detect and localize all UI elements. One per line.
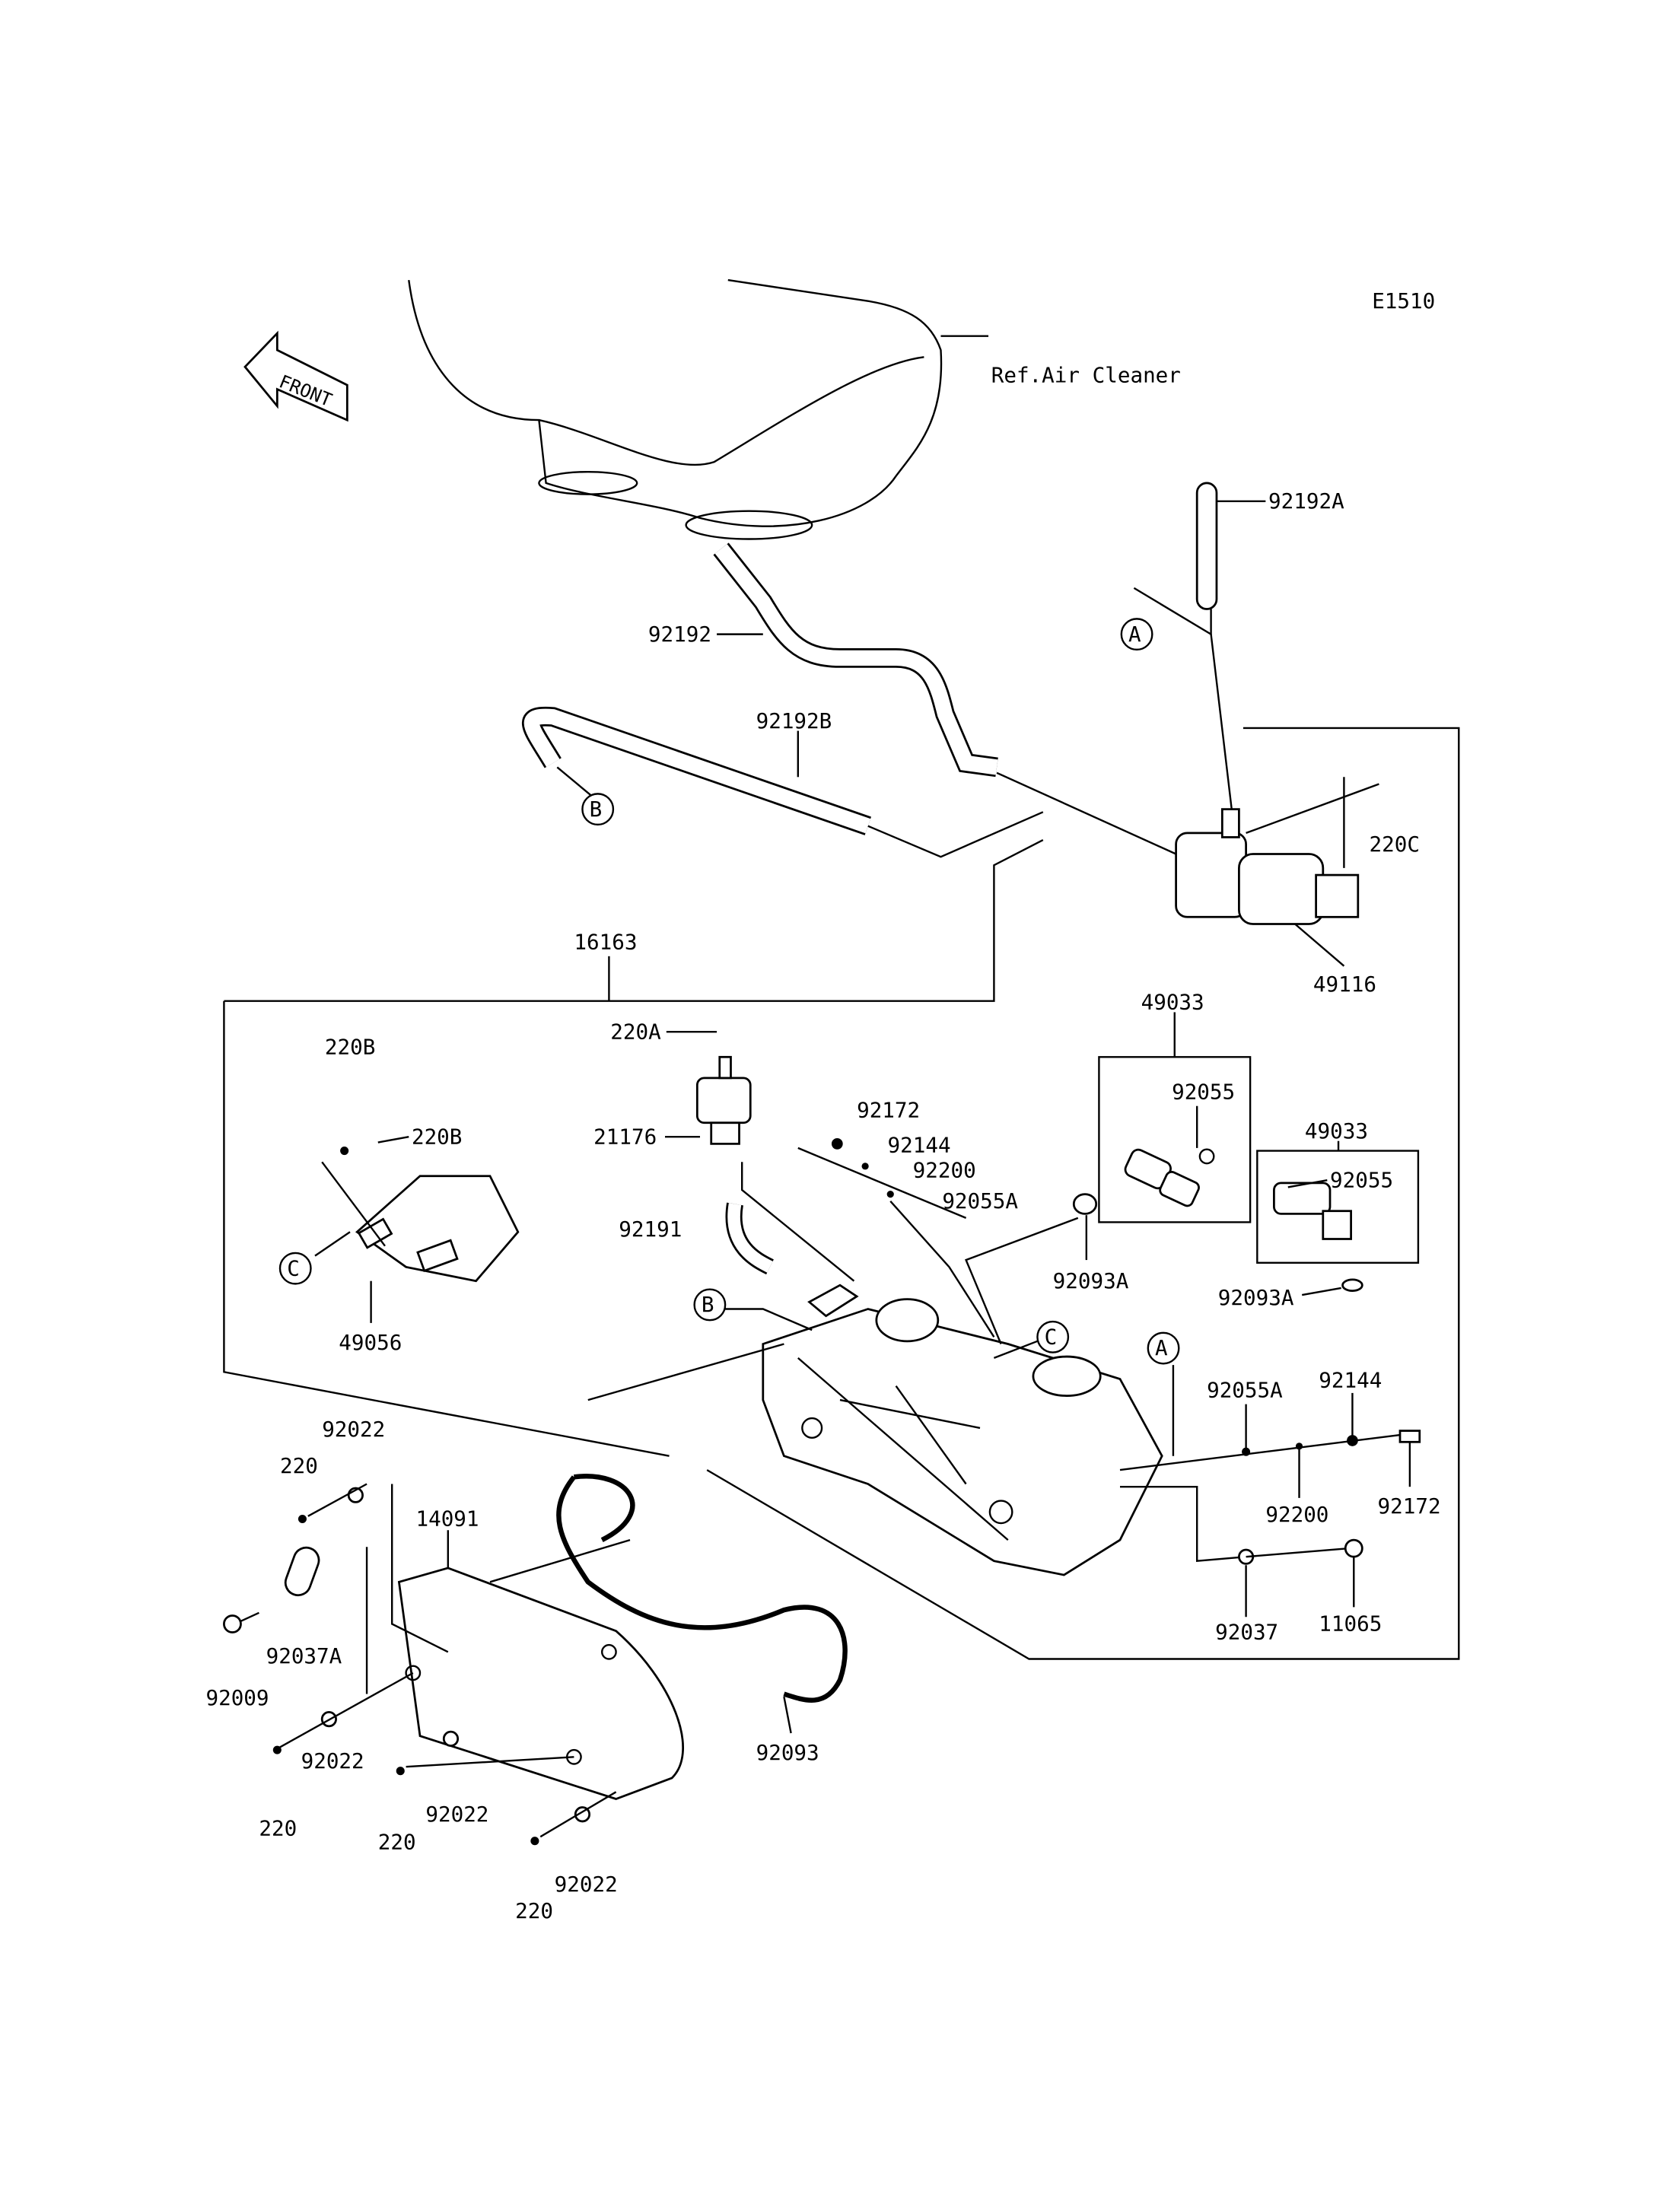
air-cleaner-outline bbox=[408, 278, 989, 540]
part-label: 92192B bbox=[756, 708, 832, 733]
part-label: 220 bbox=[280, 1453, 318, 1478]
part-label: 21176 bbox=[593, 1124, 657, 1149]
ref-air-cleaner-label: Ref.Air Cleaner bbox=[991, 362, 1181, 387]
part-label: 92200 bbox=[913, 1158, 976, 1183]
part-label: 49033 bbox=[1305, 1118, 1368, 1144]
part-label: 220A bbox=[610, 1019, 661, 1044]
part-label: 220 bbox=[378, 1830, 416, 1855]
part-label: 92093A bbox=[1053, 1268, 1129, 1293]
svg-text:B: B bbox=[590, 797, 603, 822]
part-label: 92022 bbox=[322, 1417, 385, 1442]
throttle-body bbox=[762, 1283, 1163, 1576]
part-label: 92055A bbox=[942, 1188, 1018, 1214]
callout-c-left: C bbox=[278, 1252, 312, 1285]
svg-text:C: C bbox=[1045, 1325, 1058, 1350]
part-label: 92172 bbox=[1378, 1493, 1441, 1519]
part-label: 220B bbox=[325, 1035, 375, 1060]
callout-a-top: A bbox=[1120, 618, 1153, 651]
part-label: 16163 bbox=[574, 930, 637, 955]
bolts-washers bbox=[223, 1483, 617, 1846]
part-label: 92055 bbox=[1172, 1080, 1235, 1105]
callout-a-lower: A bbox=[1147, 1331, 1180, 1365]
part-label: 11065 bbox=[1319, 1611, 1382, 1637]
throttle-sensor-49056 bbox=[340, 1147, 520, 1283]
part-label: 92093 bbox=[756, 1740, 819, 1765]
part-label: 220C bbox=[1370, 832, 1420, 857]
part-label: 92191 bbox=[619, 1217, 682, 1242]
part-label: 92093A bbox=[1218, 1285, 1294, 1310]
injector-1 bbox=[1124, 1148, 1215, 1207]
part-label: 14091 bbox=[415, 1506, 479, 1532]
part-label: 92172 bbox=[857, 1097, 920, 1122]
hose-92192B bbox=[522, 706, 872, 835]
part-label: 92022 bbox=[555, 1872, 618, 1897]
part-label: 92009 bbox=[205, 1685, 269, 1710]
part-label: 92037 bbox=[1215, 1620, 1278, 1645]
part-label: 92144 bbox=[1319, 1368, 1382, 1393]
part-label: 92037A bbox=[266, 1643, 342, 1668]
part-label: 49033 bbox=[1141, 990, 1204, 1015]
injector-2 bbox=[1273, 1182, 1363, 1292]
part-label: 92192 bbox=[648, 622, 711, 647]
part-label: 92192A bbox=[1268, 488, 1344, 514]
diagram-code: E1510 bbox=[1372, 288, 1435, 313]
part-label: 92022 bbox=[425, 1802, 488, 1827]
part-label: 49056 bbox=[339, 1330, 402, 1355]
part-label: 49116 bbox=[1313, 972, 1376, 997]
map-sensor bbox=[695, 1055, 752, 1145]
hose-92192 bbox=[713, 542, 998, 778]
front-arrow-icon: FRONT bbox=[243, 330, 348, 422]
svg-text:A: A bbox=[1128, 622, 1141, 647]
callout-b-top: B bbox=[581, 793, 615, 826]
svg-text:A: A bbox=[1155, 1335, 1168, 1360]
callout-c-lower: C bbox=[1036, 1320, 1070, 1353]
idle-speed-valve bbox=[1175, 808, 1360, 925]
part-label: 92022 bbox=[301, 1748, 364, 1773]
part-label: 220B bbox=[412, 1124, 462, 1149]
part-label: 92055 bbox=[1330, 1167, 1393, 1192]
part-label: 92144 bbox=[888, 1132, 951, 1157]
part-label: 220 bbox=[259, 1815, 297, 1840]
callout-b-lower: B bbox=[693, 1288, 727, 1322]
part-label: 220 bbox=[515, 1898, 553, 1923]
svg-text:B: B bbox=[702, 1292, 714, 1317]
hose-92192A bbox=[1195, 482, 1218, 610]
gasket-92093 bbox=[556, 1474, 848, 1703]
part-label: 92200 bbox=[1265, 1502, 1328, 1527]
svg-text:C: C bbox=[287, 1255, 300, 1280]
assembly-frame bbox=[224, 839, 1044, 1002]
part-label: 92055A bbox=[1207, 1377, 1283, 1402]
